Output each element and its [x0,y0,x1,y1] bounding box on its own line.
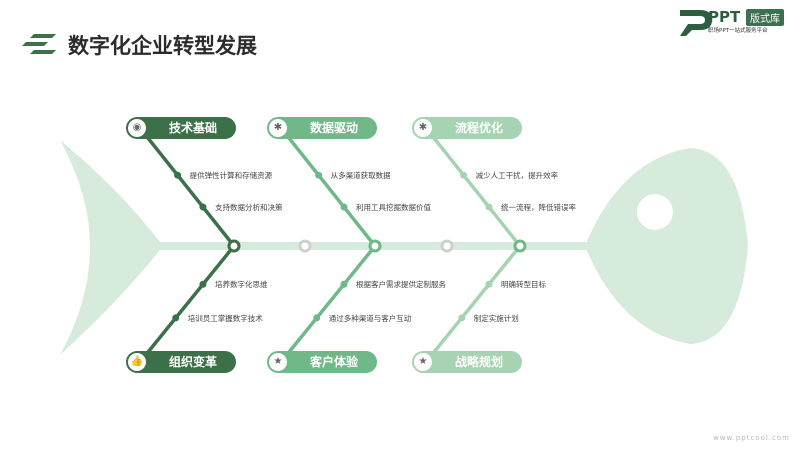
gear-icon: ✱ [414,119,432,137]
branch-item: 统一流程，降低错误率 [500,203,576,213]
bone-dot [485,280,493,288]
bone-line [138,126,236,248]
branch-item: 培训员工掌握数字技术 [187,313,263,323]
branch-item: 根据客户需求提供定制服务 [355,280,446,290]
spine-node [440,239,454,253]
logo: PPT 版式库 职场PPT一站式服务平台 [680,8,795,36]
branch-item: 减少人工干扰，提升效率 [475,171,559,181]
bone-line [424,126,522,248]
star-icon: ★ [269,353,287,371]
footer-url: www.pptcool.com [713,434,790,442]
logo-mark [680,10,712,36]
bone-dot [340,203,348,211]
branch-item: 制定实施计划 [473,313,519,323]
spine-node [513,239,527,253]
spine-node [298,239,312,253]
fish-tail [60,140,160,355]
bone-line [279,126,377,248]
bone-dot [172,314,180,322]
branch-item: 培养数字化思维 [214,280,268,290]
bone-line [279,244,377,364]
branch-pill: ✱流程优化 [412,117,522,139]
thumbs-up-icon: 👍 [128,353,146,371]
bone-dot [174,171,182,179]
bone-dot [313,314,321,322]
fish-head [585,148,748,344]
branch-item: 支持数据分析和决策 [214,203,283,213]
spine-node [227,239,241,253]
bone-dot [458,314,466,322]
star-icon: ★ [414,353,432,371]
bone-line [138,244,236,364]
branch-pill: ✱数据驱动 [267,117,377,139]
bone-dot [460,171,468,179]
branch-item: 通过多种渠道与客户互动 [328,313,412,323]
branch-item: 提供弹性计算和存储资源 [189,171,273,181]
fish-eye [637,194,673,230]
bone-dot [199,203,207,211]
branch-pill: ★客户体验 [267,351,377,373]
branch-pill: ★战略规划 [412,351,522,373]
bone-dot [340,280,348,288]
branch-item: 从多渠道获取数据 [330,171,391,181]
bone-dot [485,203,493,211]
eye-icon: ◉ [128,119,146,137]
gear-icon: ✱ [269,119,287,137]
title-icon [22,34,56,54]
spine-node [368,239,382,253]
branch-item: 明确转型目标 [500,280,546,290]
bone-dot [199,280,207,288]
page-title: 数字化企业转型发展 [68,34,257,58]
bone-line [424,244,522,364]
branch-item: 利用工具挖掘数据价值 [355,203,431,213]
branch-pill: ◉技术基础 [126,117,236,139]
bone-dot [315,171,323,179]
branch-pill: 👍组织变革 [126,351,236,373]
